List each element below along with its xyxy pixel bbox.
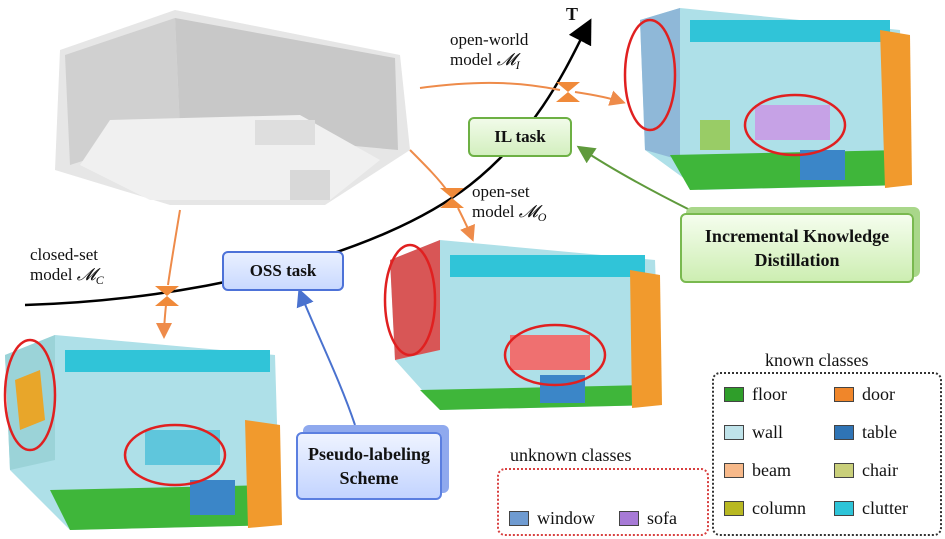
open-set-model-label: open-set model 𝓜O (472, 182, 546, 227)
closed-set-model-symbol: 𝓜 (76, 265, 96, 285)
pls-line1: Pseudo-labeling (307, 444, 431, 464)
open-world-prediction-room (623, 8, 912, 190)
il-task-label: IL task (494, 127, 546, 146)
beam-label: beam (752, 460, 791, 480)
clutter-label: clutter (862, 498, 908, 518)
open-set-prediction-room (383, 240, 662, 410)
time-axis-label: T (566, 4, 579, 24)
open-world-line1: open-world (450, 30, 529, 49)
window-swatch (509, 511, 529, 526)
open-set-model-symbol: 𝓜 (518, 202, 538, 222)
legend-item-floor: floor (724, 384, 787, 405)
wall-swatch (724, 425, 744, 440)
ikd-line1: Incremental Knowledge (704, 226, 890, 246)
legend-item-chair: chair (834, 460, 898, 481)
open-world-line2: model 𝓜I (450, 50, 528, 75)
ikd-line2: Distillation (754, 250, 840, 270)
il-task-box: IL task (468, 117, 572, 157)
arrow-room-to-open-world (419, 81, 561, 91)
arrow-open-set-to-room (457, 207, 475, 242)
legend-item-table: table (834, 422, 897, 443)
closed-set-model-subscript: C (95, 273, 104, 287)
closed-set-model-marker (155, 286, 179, 306)
table-label: table (862, 422, 897, 442)
arrow-open-world-to-room (574, 90, 626, 106)
open-set-line1: open-set (472, 182, 530, 201)
wall-label: wall (752, 422, 783, 442)
closed-set-prediction-room (3, 335, 282, 530)
door-label: door (862, 384, 895, 404)
legend-item-beam: beam (724, 460, 791, 481)
legend-item-column: column (724, 498, 806, 519)
legend-item-clutter: clutter (834, 498, 908, 519)
chair-swatch (834, 463, 854, 478)
arrow-room-to-closed-set (167, 209, 181, 286)
oss-task-box: OSS task (222, 251, 344, 291)
open-set-model-word: model (472, 202, 519, 221)
legend-item-window: window (509, 508, 595, 529)
arrow-ikd-to-il-task (576, 145, 691, 211)
beam-swatch (724, 463, 744, 478)
open-world-model-label: open-world model 𝓜I (450, 30, 528, 75)
open-world-model-symbol: 𝓜 (496, 50, 516, 70)
chair-label: chair (862, 460, 898, 480)
legend-item-sofa: sofa (619, 508, 677, 529)
known-classes-legend: floor door wall table beam chair column … (712, 372, 942, 536)
sofa-swatch (619, 511, 639, 526)
closed-set-line1: closed-set (30, 245, 98, 264)
legend-item-door: door (834, 384, 895, 405)
floor-label: floor (752, 384, 787, 404)
arrow-pls-to-oss-task (296, 288, 356, 426)
open-set-model-subscript: O (537, 210, 547, 224)
open-set-line2: model 𝓜O (472, 202, 546, 227)
ikd-module-box: Incremental Knowledge Distillation (680, 213, 914, 283)
sofa-label: sofa (647, 508, 677, 528)
arrow-room-to-open-set (409, 149, 449, 193)
closed-set-model-label: closed-set model 𝓜C (30, 245, 104, 290)
oss-task-label: OSS task (249, 261, 317, 280)
clutter-swatch (834, 501, 854, 516)
window-label: window (537, 508, 595, 528)
table-swatch (834, 425, 854, 440)
column-label: column (752, 498, 806, 518)
unknown-classes-legend: window sofa (497, 468, 709, 536)
open-world-model-subscript: I (515, 58, 520, 72)
unknown-classes-title: unknown classes (510, 445, 632, 465)
column-swatch (724, 501, 744, 516)
open-world-model-word: model (450, 50, 497, 69)
open-world-model-marker (556, 82, 580, 102)
legend-item-wall: wall (724, 422, 783, 443)
input-point-cloud-room (55, 10, 410, 205)
pls-module-box: Pseudo-labeling Scheme (296, 432, 442, 500)
pls-line2: Scheme (339, 468, 399, 488)
door-swatch (834, 387, 854, 402)
closed-set-model-word: model (30, 265, 77, 284)
closed-set-line2: model 𝓜C (30, 265, 104, 290)
arrow-closed-set-to-room (156, 304, 173, 339)
open-set-model-marker (440, 188, 464, 208)
floor-swatch (724, 387, 744, 402)
known-classes-title: known classes (765, 350, 869, 370)
